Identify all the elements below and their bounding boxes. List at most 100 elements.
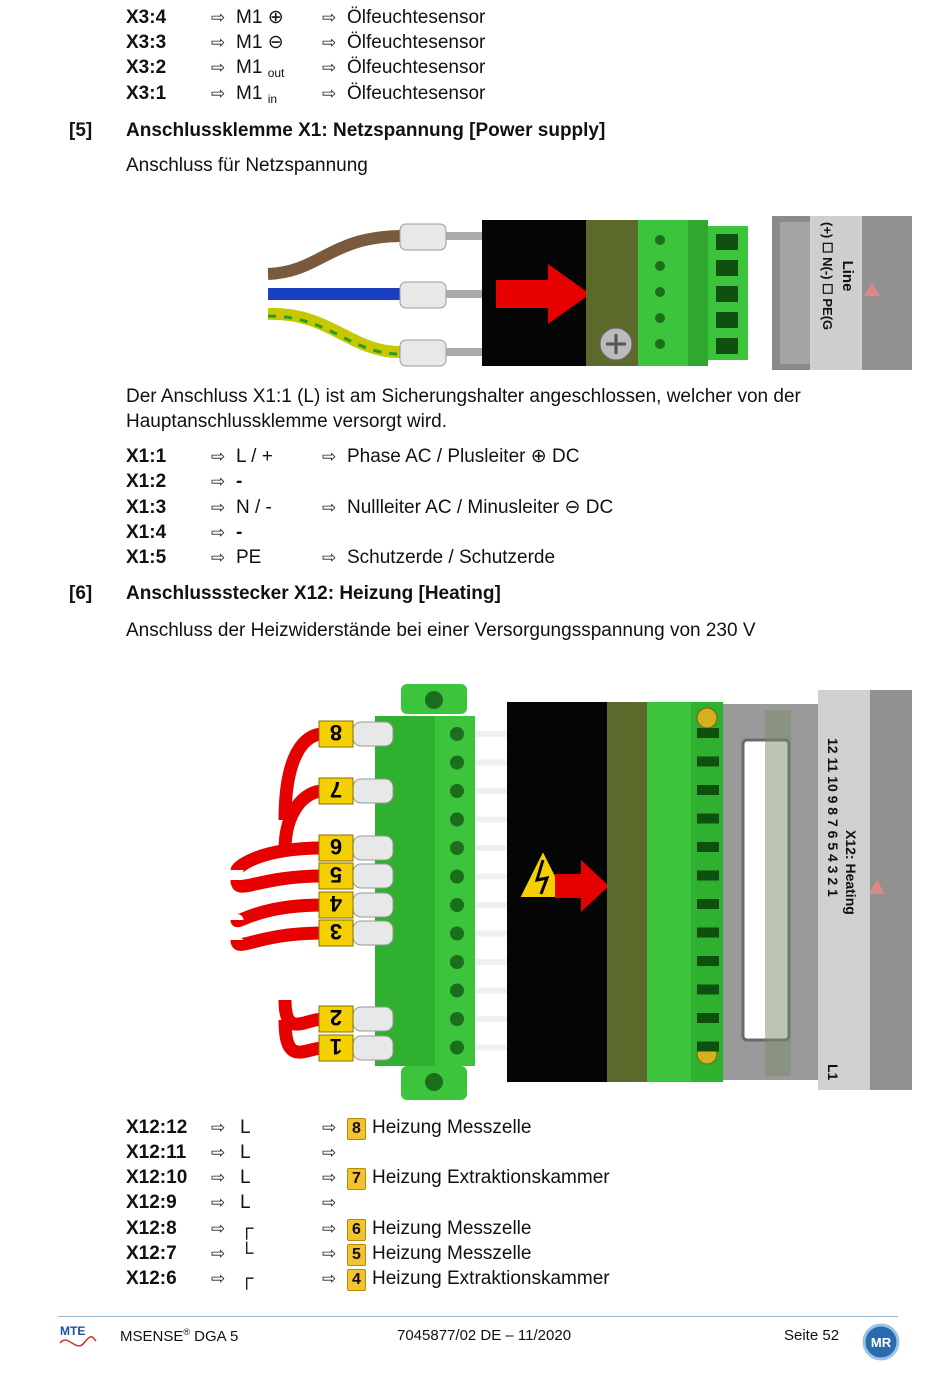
terminal-label: X3:2: [126, 57, 167, 78]
section-number-5: [5]: [69, 120, 93, 141]
arrow-icon: ⇨: [322, 1168, 337, 1187]
list-item: X12:11⇨L⇨: [0, 1141, 950, 1165]
wire-ferrule: [352, 892, 394, 918]
arrow-icon: ⇨: [211, 1193, 226, 1212]
socket-slot: [697, 870, 719, 881]
description-text: Heizung Messzelle: [372, 1117, 532, 1138]
terminal-label: X3:1: [126, 83, 167, 104]
heating-wire: [230, 869, 324, 893]
terminal-label: X1:2: [126, 471, 167, 492]
wire-marker-number: 1: [330, 1034, 342, 1059]
description: Ölfeuchtesensor: [347, 32, 486, 53]
arrow-icon: ⇨: [211, 548, 226, 567]
page-number: Seite 52: [784, 1327, 840, 1344]
mte-logo: MTE: [59, 1324, 97, 1347]
wire-ferrule: [352, 1035, 394, 1061]
arrow-icon: ⇨: [322, 498, 337, 517]
terminal-screw: [450, 1040, 464, 1055]
pin-label: L: [240, 1142, 251, 1163]
wire-ferrule: [352, 920, 394, 946]
heating-wire: [230, 898, 324, 928]
terminal-label: X1:5: [126, 547, 167, 568]
pin-label: ┌: [240, 1218, 254, 1239]
pin-label: L / +: [236, 446, 273, 467]
contact-pin: [475, 788, 515, 794]
pin-label: └: [240, 1243, 254, 1264]
socket-slot: [697, 1041, 719, 1052]
wire-marker-number: 8: [330, 720, 342, 745]
brown-wire: [267, 230, 401, 280]
polarity-icon: ⊖: [564, 497, 586, 518]
heating-wire: [278, 727, 324, 821]
mr-logo-text: MR: [871, 1335, 892, 1350]
wire-ferrule: [352, 778, 394, 804]
arrow-icon: ⇨: [211, 1168, 226, 1187]
terminal-label: X3:3: [126, 32, 167, 53]
heating-wire: [278, 784, 324, 851]
heating-plug-body: [435, 716, 475, 1066]
polarity-icon: ⊕: [267, 7, 284, 28]
description-text: Heizung Extraktionskammer: [372, 1167, 610, 1188]
terminal-label: X12:11: [126, 1142, 187, 1163]
pin-name: M1: [236, 83, 268, 104]
arrow-icon: ⇨: [211, 58, 226, 77]
terminal-screw: [450, 898, 464, 912]
terminal-screw: [450, 1012, 464, 1026]
pin-name: M1: [236, 32, 268, 53]
section-number-6: [6]: [69, 583, 93, 604]
pin-label: L: [240, 1167, 251, 1188]
wire-number-badge: 7: [347, 1168, 366, 1190]
contact-pin: [475, 731, 515, 737]
polarity-icon: ⊖: [267, 32, 284, 53]
socket-slot: [697, 756, 719, 767]
contact-pin: [475, 845, 515, 851]
description: Nullleiter AC / Minusleiter ⊖ DC: [347, 496, 613, 520]
wire-ferrule: [352, 863, 394, 889]
arrow-icon: ⇨: [211, 1143, 226, 1162]
heating-wire: [230, 926, 324, 951]
wire-number-badge: 4: [347, 1269, 366, 1291]
terminal-label: X12:8: [126, 1218, 177, 1239]
description-text: Schutzerde / Schutzerde: [347, 547, 556, 568]
socket-slot: [697, 1013, 719, 1023]
terminal-label: X3:4: [126, 7, 167, 28]
wire-marker-number: 6: [330, 834, 342, 859]
description-text: Heizung Messzelle: [372, 1243, 532, 1264]
wire-marker-number: 3: [330, 919, 342, 944]
section5-note-line1: Der Anschluss X1:1 (L) ist am Sicherungs…: [126, 386, 801, 407]
arrow-icon: ⇨: [322, 84, 337, 103]
wire-marker: [318, 891, 354, 919]
description-tail: DC: [585, 497, 614, 518]
wire-marker-number: 2: [330, 1005, 342, 1030]
heating-wire: [278, 999, 324, 1031]
x12-heating-label: X12: Heating: [843, 830, 859, 915]
x1-line-label: Line: [839, 261, 856, 292]
pin-label: N / -: [236, 497, 272, 518]
description: Schutzerde / Schutzerde: [347, 546, 555, 570]
terminal-screw: [450, 784, 464, 798]
list-item: X3:1⇨M1 in⇨Ölfeuchtesensor: [0, 82, 950, 106]
pin-label: ┌: [240, 1268, 254, 1289]
pin-subscript: out: [267, 66, 285, 80]
pin-subscript: in: [267, 92, 278, 106]
arrow-icon: ⇨: [211, 8, 226, 27]
wire-marker: [318, 777, 354, 805]
socket-slot: [697, 984, 719, 995]
arrow-icon: ⇨: [211, 472, 226, 491]
arrow-icon: ⇨: [322, 548, 337, 567]
socket-slot: [697, 927, 719, 938]
contact-pin: [475, 902, 515, 908]
terminal-label: X1:4: [126, 522, 167, 543]
socket-slot: [697, 728, 719, 738]
description-text: Nullleiter AC / Minusleiter: [347, 497, 565, 518]
description-text: Heizung Messzelle: [372, 1218, 532, 1239]
list-item: X1:4⇨-: [0, 521, 950, 545]
heating-wire: [278, 1019, 324, 1059]
document-number: 7045877/02 DE – 11/2020: [397, 1327, 572, 1344]
